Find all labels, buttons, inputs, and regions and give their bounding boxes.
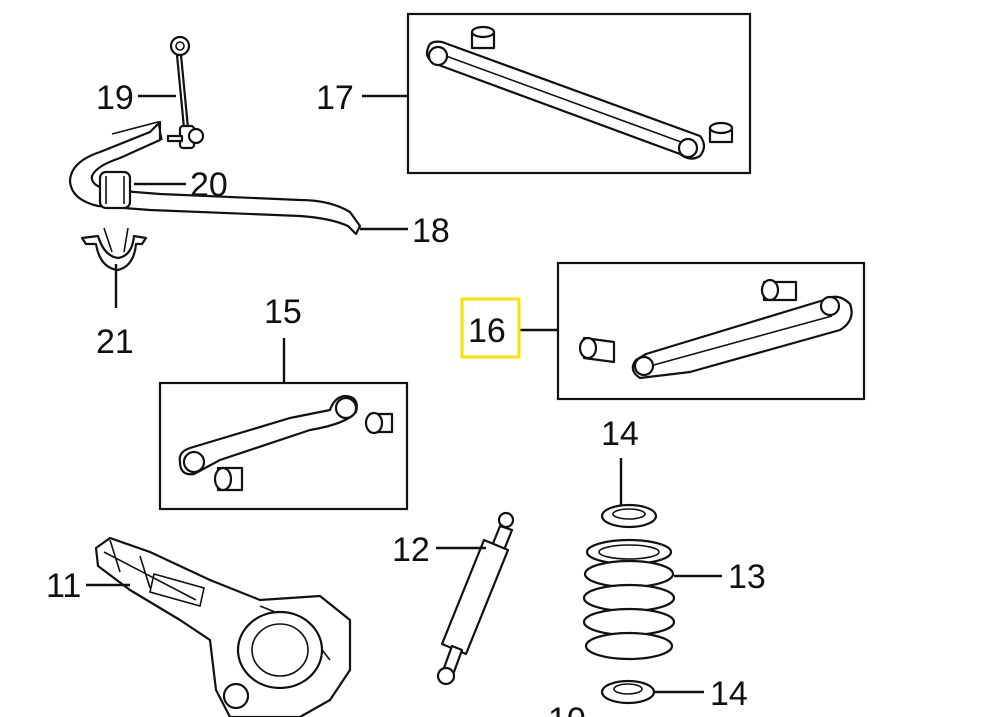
callout-17: 17 [316,79,354,117]
callout-20: 20 [190,166,228,204]
callout-13: 13 [728,558,766,596]
spring-insulator-lower-part [600,679,656,705]
callout-10: 10 [548,701,586,717]
trailing-arm-part [178,394,394,492]
lower-control-arm-part [578,278,853,380]
spring-insulator-upper-part [600,503,658,529]
stabilizer-bushing-part [98,170,132,210]
callout-11: 11 [46,567,81,605]
callout-14-top: 14 [601,415,639,453]
coil-spring-part [582,538,676,661]
callout-16: 16 [468,312,506,350]
bushing-clamp-part [80,227,148,272]
stabilizer-bar-part [68,120,362,236]
axle-housing-part [94,536,352,717]
callout-12: 12 [392,531,430,569]
callout-21: 21 [96,323,134,361]
callout-19: 19 [96,79,134,117]
upper-control-arm-frame [406,12,752,175]
upper-control-arm-part [425,25,734,160]
callout-highlight-box [460,297,521,359]
stabilizer-link-part [166,35,205,150]
callout-14-bottom: 14 [710,675,748,713]
shock-absorber-part [436,511,515,686]
callout-18: 18 [412,212,450,250]
callout-15: 15 [264,293,302,331]
